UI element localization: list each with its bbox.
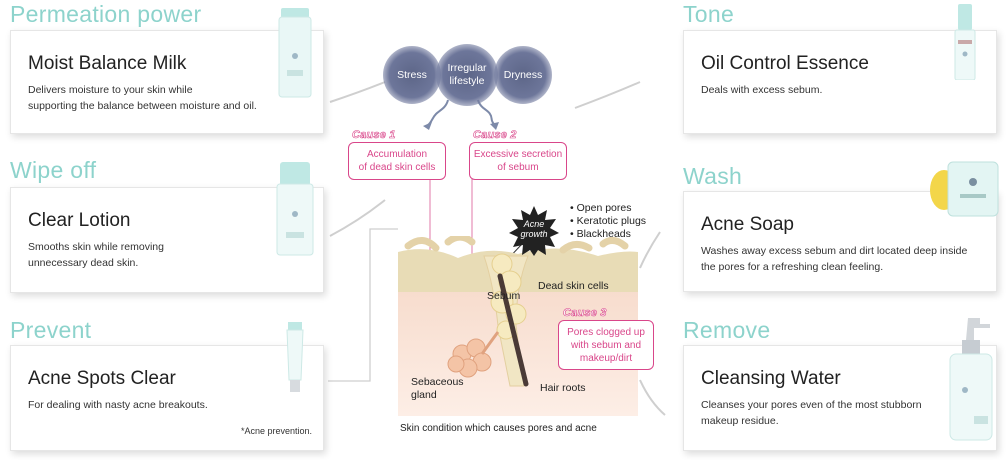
- product-name: Moist Balance Milk: [28, 53, 187, 74]
- arrow-to-cause2: [477, 99, 495, 125]
- symptom-open-pores: • Open pores: [570, 202, 632, 214]
- product-name: Oil Control Essence: [701, 53, 869, 74]
- product-name: Clear Lotion: [28, 210, 131, 231]
- category-wipe-off: Wipe off: [10, 157, 97, 183]
- product-description: Cleanses your pores even of the most stu…: [701, 399, 922, 427]
- symptom-blackheads: • Blackheads: [570, 228, 631, 240]
- spots-clear-tube-icon: [286, 322, 304, 392]
- product-description: For dealing with nasty acne breakouts.: [28, 399, 208, 411]
- acne-prevention-note: *Acne prevention.: [241, 426, 313, 436]
- stress-bubble: Stress: [383, 46, 441, 104]
- arrow-to-cause1: [427, 99, 449, 126]
- soap-jar-icon: [930, 161, 999, 217]
- sebum-label: Sebum: [487, 290, 521, 302]
- category-wash: Wash: [683, 163, 743, 189]
- product-card-acne-spots-clear[interactable]: Acne Spots Clear For dealing with nasty …: [10, 345, 324, 451]
- connector-water: [639, 379, 666, 416]
- connector-prevent: [328, 228, 398, 382]
- product-name: Acne Spots Clear: [28, 368, 176, 389]
- acne-growth-badge: [509, 206, 559, 256]
- product-description: Smooths skin while removing unnecessary …: [28, 241, 164, 269]
- connector-essence: [574, 81, 641, 109]
- dryness-bubble: Dryness: [494, 46, 552, 104]
- connector-soap: [639, 231, 661, 269]
- hair-roots-label: Hair roots: [540, 382, 586, 394]
- product-description: Deals with excess sebum.: [701, 84, 823, 96]
- product-card-cleansing-water[interactable]: Cleansing Water Cleanses your pores even…: [683, 345, 997, 451]
- cleansing-water-bottle-icon: [949, 318, 993, 441]
- product-description: Washes away excess sebum and dirt locate…: [701, 245, 968, 273]
- milk-bottle-icon: [278, 8, 312, 98]
- category-remove: Remove: [683, 317, 771, 343]
- category-tone: Tone: [683, 1, 735, 27]
- diagram-caption: Skin condition which causes pores and ac…: [400, 423, 597, 434]
- category-prevent: Prevent: [10, 317, 92, 343]
- symptom-keratotic-plugs: • Keratotic plugs: [570, 215, 647, 227]
- product-card-moist-balance-milk[interactable]: Moist Balance Milk Delivers moisture to …: [10, 30, 324, 134]
- product-name: Acne Soap: [701, 214, 794, 235]
- product-card-oil-control-essence[interactable]: Oil Control Essence Deals with excess se…: [683, 30, 997, 134]
- connector-milk: [329, 81, 386, 103]
- product-name: Cleansing Water: [701, 368, 841, 389]
- category-permeation-power: Permeation power: [10, 1, 202, 27]
- cause-1-tag: Cause 1: [352, 129, 396, 142]
- dead-skin-cells-label: Dead skin cells: [538, 280, 609, 292]
- product-description: Delivers moisture to your skin while sup…: [28, 84, 257, 112]
- product-card-clear-lotion[interactable]: Clear Lotion Smooths skin while removing…: [10, 187, 324, 293]
- essence-bottle-icon: [954, 4, 976, 80]
- lotion-bottle-icon: [276, 162, 314, 256]
- cause-3-tag: Cause 3: [563, 307, 607, 320]
- connector-lotion: [329, 199, 386, 237]
- cause-2-tag: Cause 2: [473, 129, 517, 142]
